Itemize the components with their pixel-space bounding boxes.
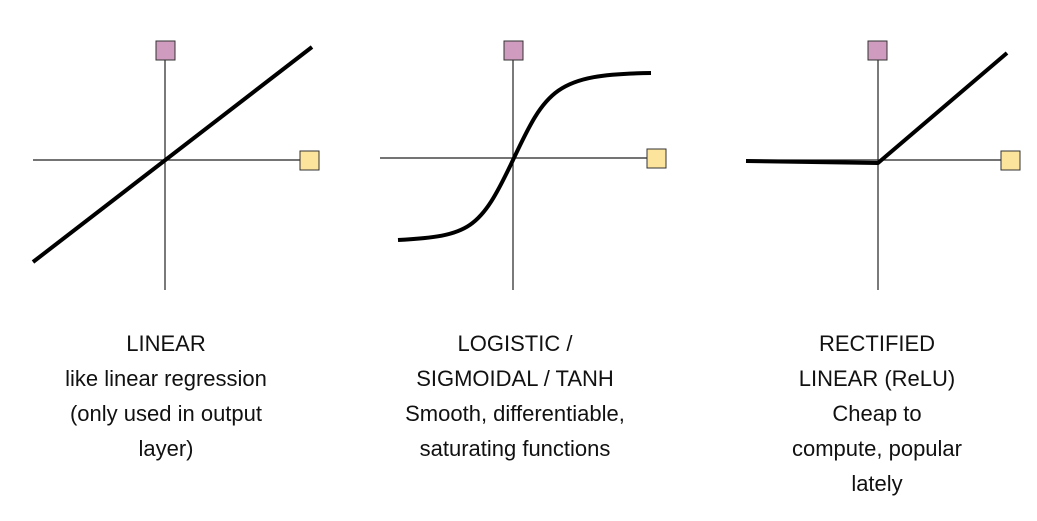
relu-caption-line: compute, popular (792, 436, 962, 461)
relu-input-marker (1000, 150, 1021, 171)
sigmoid-caption: LOGISTIC / SIGMOIDAL / TANH Smooth, diff… (380, 326, 650, 466)
relu-panel (745, 40, 1021, 290)
linear-input-marker (299, 150, 320, 171)
sigmoid-panel (380, 40, 667, 290)
relu-caption-line: RECTIFIED (818, 331, 936, 356)
sigmoid-caption-line: SIGMOIDAL / TANH (416, 366, 614, 391)
relu-caption-line: LINEAR (ReLU) (798, 366, 956, 391)
sigmoid-input-marker (646, 148, 667, 169)
relu-caption-line: Cheap to (832, 401, 922, 426)
linear-panel (31, 40, 320, 290)
linear-caption: LINEAR like linear regression (only used… (36, 326, 296, 466)
linear-caption-line: layer) (138, 436, 194, 461)
linear-caption-line: (only used in output (69, 401, 263, 426)
relu-output-marker (867, 40, 888, 61)
sigmoid-function-curve (397, 71, 652, 242)
relu-caption-line: lately (851, 471, 903, 496)
sigmoid-caption-line: saturating functions (419, 436, 611, 461)
linear-caption-line: LINEAR (126, 331, 206, 356)
sigmoid-caption-line: LOGISTIC / (457, 331, 573, 356)
relu-function-curve (745, 51, 1009, 165)
linear-caption-line: like linear regression (65, 366, 267, 391)
relu-caption: RECTIFIED LINEAR (ReLU) Cheap to compute… (747, 326, 1007, 501)
sigmoid-output-marker (503, 40, 524, 61)
linear-output-marker (155, 40, 176, 61)
sigmoid-caption-line: Smooth, differentiable, (405, 401, 625, 426)
linear-function-curve (31, 45, 314, 264)
